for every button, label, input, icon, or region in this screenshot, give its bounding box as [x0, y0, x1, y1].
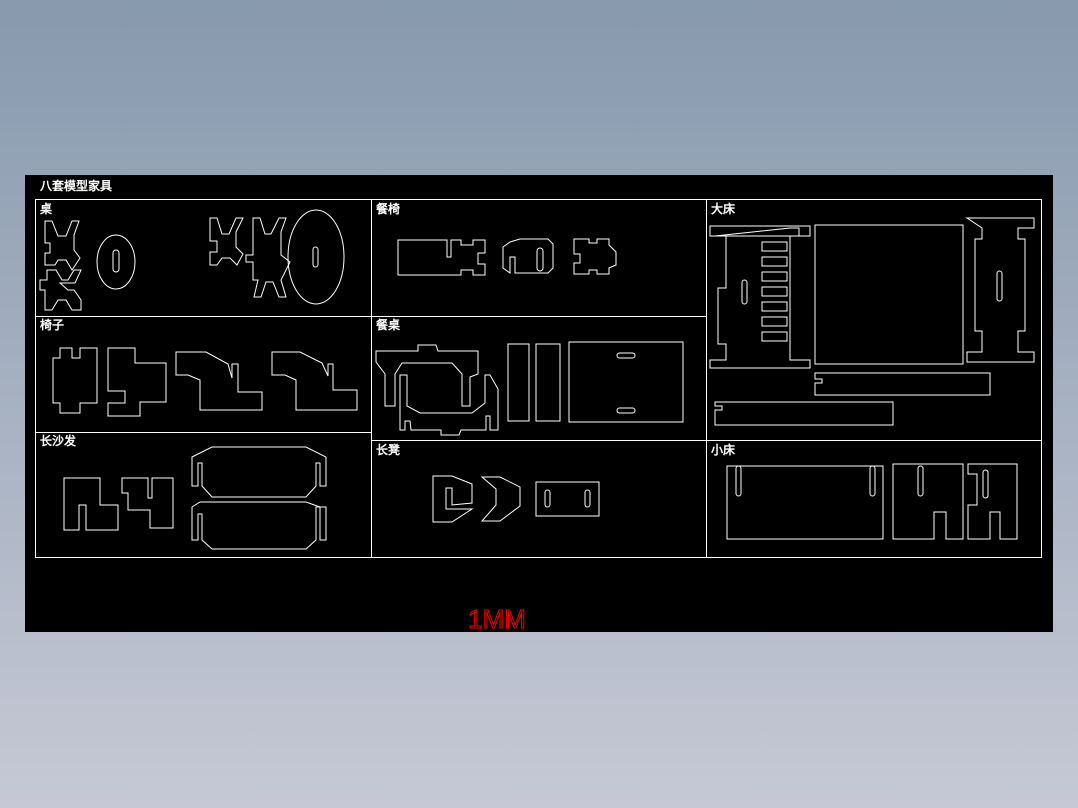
section-grid [35, 199, 1042, 558]
bed-slot [741, 279, 748, 305]
dining-table-frame [375, 344, 479, 407]
section-label-dining-table: 餐桌 [376, 317, 401, 332]
bed-slat [761, 271, 788, 282]
table-leg-part [209, 217, 244, 266]
chair-part [107, 347, 167, 417]
bed-footboard [965, 217, 1035, 363]
sofa-part [121, 477, 174, 529]
section-label-chair: 椅子 [40, 317, 64, 332]
table-top-part [96, 234, 136, 290]
table-top-part [287, 209, 345, 305]
chair-seat-part [397, 239, 486, 276]
chair-part [52, 347, 98, 414]
bed-slat [761, 286, 788, 297]
bed-slot [996, 270, 1003, 302]
small-bed-slot [735, 465, 742, 497]
dining-table-slot [616, 407, 636, 414]
sofa-seat [191, 501, 327, 550]
drawing-title: 八套模型家具 [39, 178, 112, 193]
scale-label: 1MM [468, 604, 526, 634]
bed-rail [709, 225, 811, 237]
table-slot [312, 246, 319, 268]
small-bed-end [967, 463, 1018, 540]
section-label-table: 桌 [39, 201, 53, 216]
dining-table-slot [616, 352, 636, 359]
small-bed-slot [982, 469, 989, 499]
small-bed-slot [869, 465, 876, 497]
bed-slat [761, 301, 788, 312]
table-leg-part [245, 217, 291, 298]
dining-table-side [535, 343, 561, 422]
chair-part [175, 351, 263, 411]
bed-mattress-board [814, 224, 964, 365]
bench-top [535, 481, 600, 517]
bench-leg [432, 475, 474, 523]
bed-rail [814, 372, 991, 396]
bed-rail [714, 401, 894, 426]
bench-slot [544, 489, 551, 508]
bed-slat [761, 316, 788, 327]
dining-table-top [568, 341, 684, 423]
bed-slat [761, 256, 788, 267]
chair-back-part [502, 238, 554, 274]
furniture-parts [39, 209, 1035, 550]
bench-slot [584, 489, 591, 508]
section-label-dining-chair: 餐椅 [376, 201, 400, 216]
bench-leg [480, 476, 521, 522]
section-label-sofa: 长沙发 [40, 433, 77, 448]
section-label-small-bed: 小床 [711, 442, 736, 457]
bed-slat [761, 331, 788, 342]
small-bed-end [892, 463, 964, 540]
chair-part [271, 351, 358, 411]
small-bed-panel [726, 465, 884, 540]
sofa-part [63, 477, 119, 531]
small-bed-slot [917, 465, 924, 497]
drawing-canvas [25, 175, 1053, 632]
dining-table-frame [399, 374, 499, 436]
table-slot [112, 249, 120, 273]
section-label-bench: 长凳 [376, 442, 401, 457]
table-leg-part [39, 269, 82, 311]
chair-slot [536, 247, 544, 272]
table-leg-part [44, 220, 81, 271]
section-label-big-bed: 大床 [711, 201, 736, 216]
bed-slat [761, 241, 788, 252]
sofa-back [191, 446, 327, 498]
dining-table-side [507, 343, 530, 422]
chair-side-part [573, 238, 617, 275]
bed-headboard [709, 227, 811, 369]
